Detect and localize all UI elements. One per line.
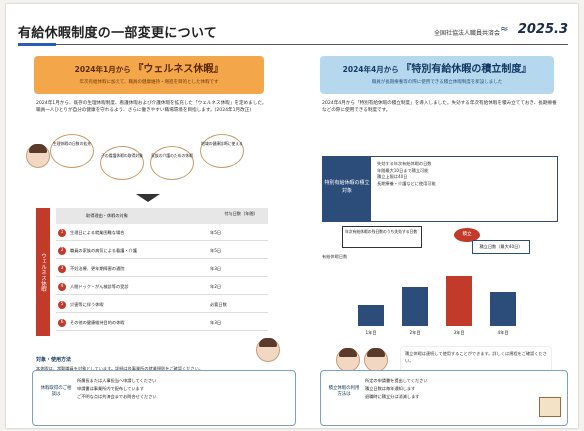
chart-bar-label: 3年目 <box>453 330 465 335</box>
table-row: 3 不妊治療、更年期障害の通院 年3日 <box>56 262 268 277</box>
row-days: 年5日 <box>210 230 222 235</box>
special-paragraph: 2024年4月から「特別有給休暇の積立制度」を導入しました。失効する年次有給休暇… <box>322 101 557 113</box>
wellness-paragraph: 2024年1月から、既存の生理休暇制度、看護休暇および介護休暇を拡充した「ウェル… <box>36 101 267 113</box>
chart-bar-label: 4年目 <box>497 330 509 335</box>
row-days: 年2日 <box>210 284 222 289</box>
row-number: 6 <box>58 319 66 327</box>
wellness-leave-panel: 2024年1月から 『ウェルネス休暇』 年次有給休暇に加えて、職員の健康維持・増… <box>20 56 280 412</box>
row-number: 2 <box>58 247 66 255</box>
list-item: ご不明な点は共済会までお問合せください <box>77 394 157 399</box>
special-leave-panel: 2024年4月から 『特別有給休暇の積立制度』 職員が長期療養等の際に使用できる… <box>306 56 568 412</box>
list-item: 長期療養・介護などに使用可能 <box>377 180 436 186</box>
table-row: 6 その他の健康維持目的の休暇 年3日 <box>56 316 268 331</box>
table-row: 5 災害等に伴う休暇 必要日数 <box>56 298 268 313</box>
chart-pill: 積立日数（最大40日） <box>472 240 530 254</box>
avatar <box>256 338 280 362</box>
avatar <box>26 144 50 168</box>
speech-bubble-4: 地域の健康診断に使える <box>200 134 244 168</box>
usage-title: 対象・使用方法 <box>36 357 72 363</box>
wellness-table: ウェルネス休暇 取得理由・休暇の対象 付与日数（年間） 1 生理日による就業困難… <box>36 208 268 336</box>
special-banner-title: 『特別有給休暇の積立制度』 <box>401 64 532 75</box>
left-bottom-box: 休暇取得のご相談は 所属長または人事担当へ申請してください 申請書は事業所内で配… <box>32 370 296 426</box>
list-item: 年間最大10日まで積立可能 <box>377 167 429 173</box>
document-icon <box>539 397 561 417</box>
speech-bubble-3: 家族の介護のための休暇 <box>150 146 194 180</box>
row-days: 必要日数 <box>210 302 227 307</box>
right-bottom-list: 所定の申請書を提出してください 積立日数は毎年通知します 退職時に積立分は消滅し… <box>365 377 428 401</box>
speech-bubble-1: 生理休暇の日数の拡充 <box>50 134 94 168</box>
document-sheet: 有給休暇制度の一部変更について 全国社協法人職員共済会 ≈ 2025.3 202… <box>6 4 578 428</box>
left-bottom-question: 休暇取得のご相談は <box>40 386 72 397</box>
row-number: 4 <box>58 283 66 291</box>
table-row: 2 職員の家族の病気による看護・介護 年5日 <box>56 244 268 259</box>
logo-icon: ≈ <box>500 24 509 35</box>
special-banner-sub: 職員が長期療養等の際に使用できる積立休暇制度を新設しました <box>371 80 503 85</box>
list-item: 申請書は事業所内で配布しています <box>77 386 144 391</box>
avatar <box>336 348 360 372</box>
wellness-banner-sub: 年次有給休暇に加えて、職員の健康維持・増進を目的とした休暇です <box>79 80 219 85</box>
chart-bar <box>490 292 516 326</box>
header-col-days: 付与日数（年間） <box>224 211 258 216</box>
wellness-table-header: 取得理由・休暇の対象 付与日数（年間） <box>56 208 268 224</box>
right-bottom-box: 積立休暇の利用方法は 所定の申請書を提出してください 積立日数は毎年通知します … <box>320 370 568 426</box>
header-col-reason: 取得理由・休暇の対象 <box>86 213 128 218</box>
row-number: 1 <box>58 229 66 237</box>
row-reason: 不妊治療、更年期障害の通院 <box>70 266 125 271</box>
row-number: 5 <box>58 301 66 309</box>
row-number: 3 <box>58 265 66 273</box>
row-days: 年3日 <box>210 266 222 271</box>
accumulation-list: 失効する年次有給休暇の日数 年間最大10日まで積立可能 積立上限は40日 長期療… <box>377 161 553 187</box>
list-item: 積立上限は40日 <box>377 174 408 179</box>
accumulation-chart: 年次有給休暇の残日数のうち失効する日数 積立 積立日数（最大40日） 有給休暇日… <box>322 226 562 344</box>
row-reason: 生理日による就業困難な場合 <box>70 230 125 235</box>
list-item: 失効する年次有給休暇の日数 <box>377 161 432 166</box>
wellness-banner-title: 『ウェルネス休暇』 <box>133 64 224 75</box>
right-bottom-question: 積立休暇の利用方法は <box>328 386 360 397</box>
chart-y-label: 有給休暇日数 <box>322 254 348 259</box>
row-reason: その他の健康維持目的の休暇 <box>70 320 125 325</box>
chart-bar-label: 1年目 <box>365 330 377 335</box>
special-leave-banner: 2024年4月から 『特別有給休暇の積立制度』 職員が長期療養等の際に使用できる… <box>320 56 554 94</box>
list-item: 所属長または人事担当へ申請してください <box>77 378 157 383</box>
arrow-down-icon <box>136 194 160 202</box>
header-rule-accent <box>18 43 56 46</box>
organization-name: 全国社協法人職員共済会 <box>433 30 500 37</box>
table-row: 4 人間ドック・がん検診等の受診 年2日 <box>56 280 268 295</box>
wellness-side-label: ウェルネス休暇 <box>36 208 50 336</box>
list-item: 積立日数は毎年通知します <box>365 386 416 391</box>
chart-bar <box>446 276 472 326</box>
list-item: 所定の申請書を提出してください <box>365 378 428 383</box>
accumulation-box: 特別有給休暇の積立対象 失効する年次有給休暇の日数 年間最大10日まで積立可能 … <box>322 156 558 222</box>
row-days: 年5日 <box>210 248 222 253</box>
row-days: 年3日 <box>210 320 222 325</box>
header-rule <box>18 44 568 45</box>
row-reason: 災害等に伴う休暇 <box>70 302 104 307</box>
avatar <box>364 348 388 372</box>
chart-cap: 積立 <box>454 228 480 242</box>
speech-bubble-2: 子の看護休暇の取得対象 <box>100 146 144 180</box>
chart-bar <box>358 305 384 326</box>
chart-bar <box>402 287 428 326</box>
special-banner-small: 2024年4月から <box>342 65 399 74</box>
usage-text: 本休暇は、常勤職員を対象としています。詳細は各事業所の就業規則をご確認ください。 <box>36 366 203 371</box>
page-title: 有給休暇制度の一部変更について <box>18 26 218 41</box>
row-reason: 人間ドック・がん検診等の受診 <box>70 284 129 289</box>
chart-bar-label: 2年目 <box>409 330 421 335</box>
row-reason: 職員の家族の病気による看護・介護 <box>70 248 137 253</box>
chart-callout: 年次有給休暇の残日数のうち失効する日数 <box>342 226 422 248</box>
accumulation-label: 特別有給休暇の積立対象 <box>323 157 371 221</box>
wellness-banner: 2024年1月から 『ウェルネス休暇』 年次有給休暇に加えて、職員の健康維持・増… <box>34 56 264 94</box>
list-item: 退職時に積立分は消滅します <box>365 394 420 399</box>
issue-date: 2025.3 <box>517 22 568 37</box>
left-bottom-list: 所属長または人事担当へ申請してください 申請書は事業所内で配布しています ご不明… <box>77 377 157 401</box>
wellness-banner-small: 2024年1月から <box>74 65 131 74</box>
header: 有給休暇制度の一部変更について 全国社協法人職員共済会 ≈ 2025.3 <box>18 22 568 44</box>
table-row: 1 生理日による就業困難な場合 年5日 <box>56 226 268 241</box>
